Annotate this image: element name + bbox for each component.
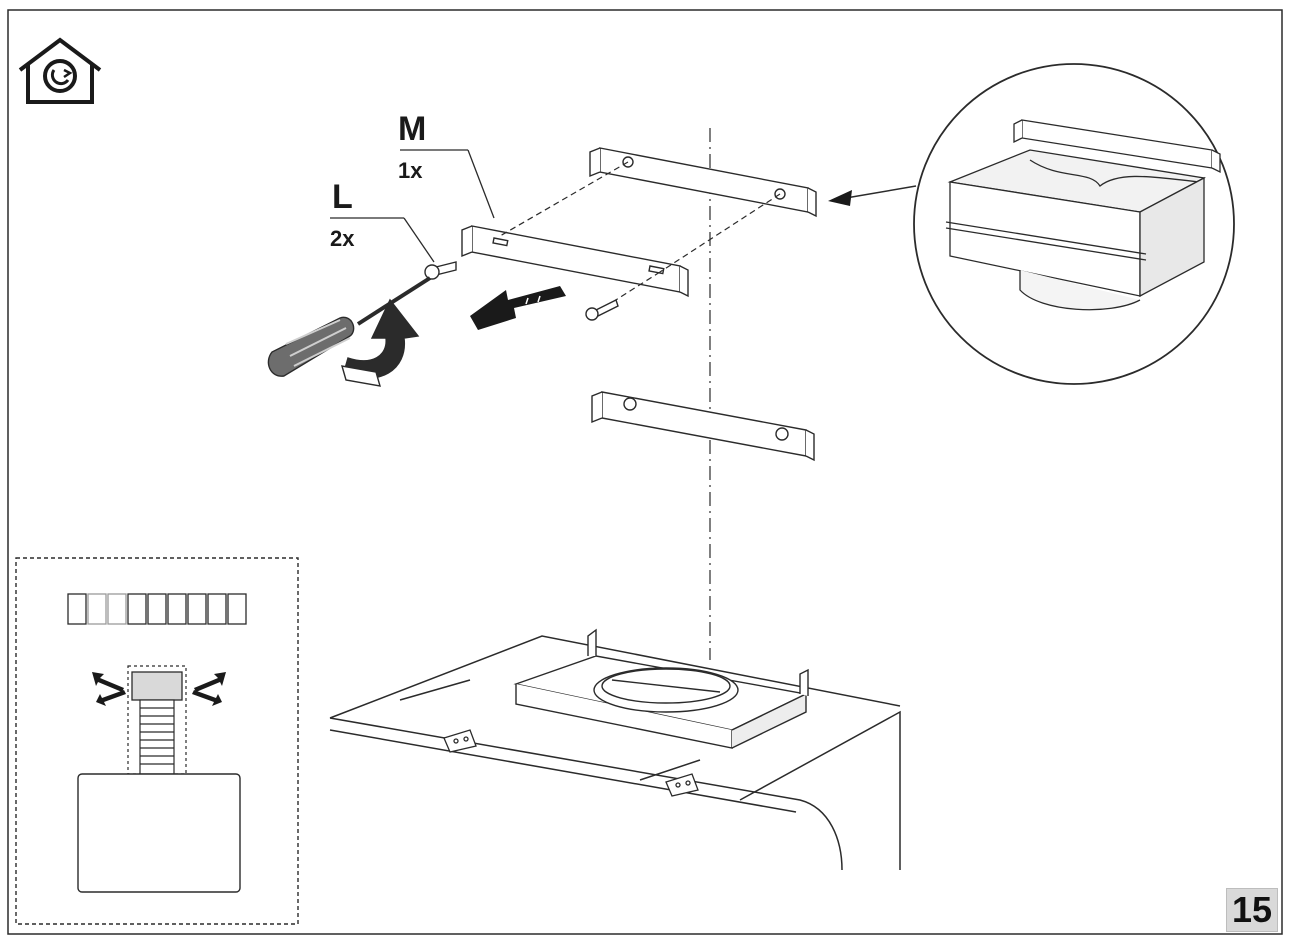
rotate-arrow-icon xyxy=(341,298,420,387)
hood-hinge-left xyxy=(443,729,477,753)
detail-pointer-arrow xyxy=(828,185,917,206)
label-part-l: L xyxy=(332,178,353,216)
house-recirculation-icon xyxy=(18,37,102,104)
label-part-m-qty: 1x xyxy=(398,158,423,183)
segment-row xyxy=(67,593,247,625)
alignment-lines xyxy=(499,161,781,311)
inset-adjustment-detail xyxy=(15,557,299,925)
upper-bracket xyxy=(589,147,817,218)
hood-collar xyxy=(513,628,809,749)
screw-wall xyxy=(585,299,619,321)
direction-arrow-icon xyxy=(470,286,566,330)
hood-hinge-right xyxy=(665,773,699,797)
page-number-badge: 15 xyxy=(1226,888,1278,932)
adjust-arrows xyxy=(92,672,226,706)
column-ribs xyxy=(139,699,175,775)
hood-body xyxy=(329,635,901,871)
screwdriver-icon xyxy=(267,276,432,377)
lower-bracket xyxy=(591,391,815,462)
page-frame xyxy=(7,9,1283,935)
screw-l xyxy=(424,261,457,280)
detail-circle-o3 xyxy=(913,63,1235,385)
bracket-m xyxy=(461,225,689,298)
label-part-m: M xyxy=(398,110,426,148)
label-part-l-qty: 2x xyxy=(330,226,355,251)
